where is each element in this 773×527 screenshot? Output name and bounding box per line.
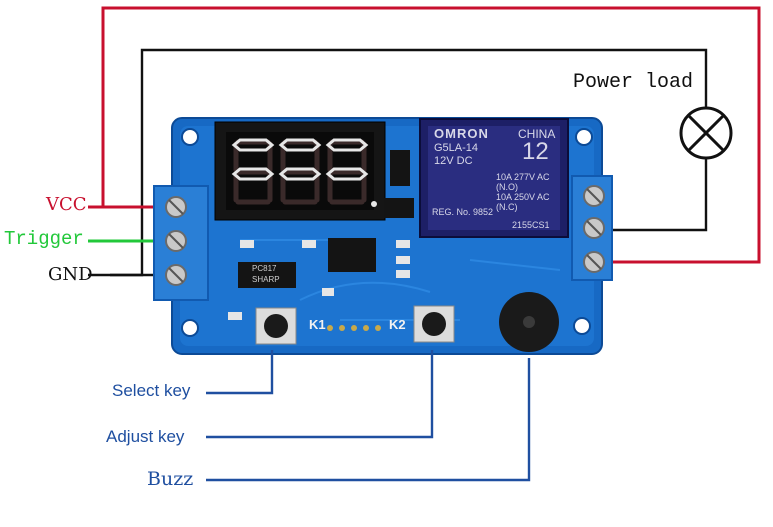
relay-country-text: CHINA	[518, 127, 556, 141]
adjust-key-label: Adjust key	[106, 427, 185, 446]
input-terminal-block	[153, 185, 209, 301]
relay-rating-4: (N.C)	[496, 202, 518, 212]
adjust-key-callout	[206, 350, 434, 439]
optocoupler-chip	[238, 262, 296, 288]
buzz-label: Buzz	[147, 468, 194, 490]
select-key-callout	[206, 350, 274, 395]
optocoupler-model-text: PC817	[252, 264, 277, 273]
relay-board	[153, 117, 613, 355]
select-key-button	[255, 307, 297, 345]
optocoupler-brand-text: SHARP	[252, 275, 280, 284]
seven-segment-display	[214, 121, 386, 221]
relay-rating-2: (N.O)	[496, 182, 518, 192]
load-to-relay-wire	[612, 158, 708, 232]
select-key-label: Select key	[112, 381, 191, 400]
microcontroller-chip	[328, 238, 376, 272]
k1-label: K1	[309, 317, 326, 332]
output-terminal-block	[571, 175, 613, 281]
buzzer-component	[499, 292, 559, 352]
relay-rating-3: 10A 250V AC	[496, 192, 550, 202]
relay-component	[419, 118, 569, 238]
relay-model-text: G5LA-14	[434, 142, 479, 154]
relay-number-text: 12	[522, 138, 549, 165]
relay-brand-text: OMRON	[434, 126, 489, 141]
relay-code-text: 2155CS1	[512, 220, 550, 230]
lamp-icon	[679, 106, 733, 160]
k2-label: K2	[389, 317, 406, 332]
relay-reg-text: REG. No. 9852	[432, 207, 494, 217]
vcc-label: VCC	[46, 194, 87, 215]
relay-voltage-text: 12V DC	[434, 155, 473, 167]
adjust-key-button	[413, 305, 455, 343]
relay-rating-1: 10A 277V AC	[496, 172, 550, 182]
trigger-label: Trigger	[4, 228, 84, 250]
gnd-label: GND	[48, 264, 93, 285]
buzz-callout	[206, 358, 531, 482]
power-load-label: Power load	[573, 71, 694, 94]
